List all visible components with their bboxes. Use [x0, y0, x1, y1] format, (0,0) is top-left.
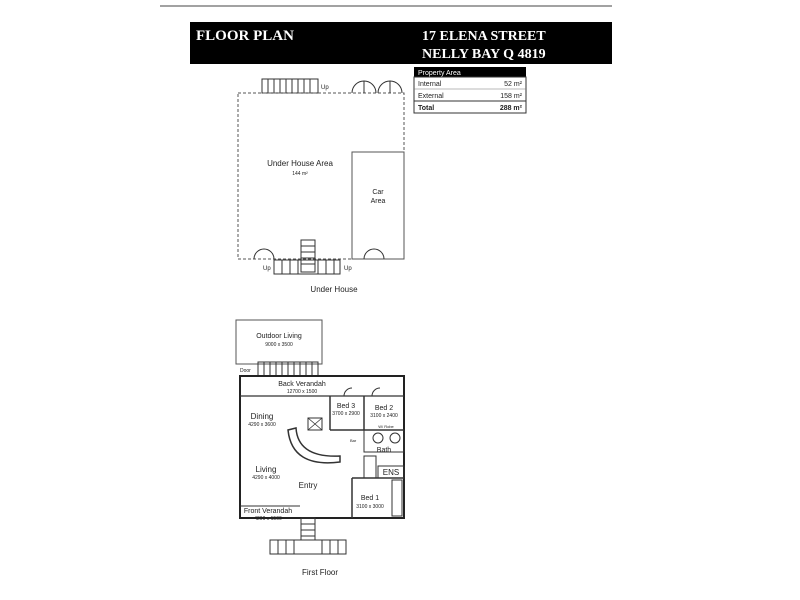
under-house-stair-center [300, 239, 316, 273]
kitchen-bench [287, 427, 341, 464]
outdoor-living-dim: 9000 x 3500 [265, 342, 293, 348]
up-label-bottom-left: Up [263, 266, 271, 272]
dining-label: Dining [251, 412, 274, 421]
up-label-bottom-right: Up [344, 266, 352, 272]
bed2-label: Bed 2 [375, 405, 393, 412]
area-table-heading-bg [414, 67, 526, 77]
dining-dim: 4290 x 3600 [248, 422, 276, 428]
door-swing-bottom-right [363, 248, 375, 260]
area-row-external-label: External [418, 93, 444, 100]
address-line2: NELLY BAY Q 4819 [422, 47, 546, 62]
door-swing-top-mid [363, 80, 377, 94]
car-area-label-1: Car [372, 189, 384, 196]
outdoor-living-label: Outdoor Living [256, 333, 302, 340]
front-stair-upper [300, 517, 316, 541]
bed3-dim: 3700 x 2900 [332, 411, 360, 417]
front-verandah-dim: 4200 x 1500 [254, 516, 282, 522]
living-label: Living [256, 465, 277, 474]
area-table: Property Area Internal 52 m² External 15… [413, 67, 527, 114]
bed1-dim: 3100 x 3000 [356, 504, 384, 510]
bar-label: Bar [350, 438, 357, 443]
entry-label: Entry [299, 481, 318, 490]
area-row-total-value: 288 m² [500, 105, 523, 112]
toilet-icon [389, 432, 401, 444]
living-dim: 4290 x 4000 [252, 475, 280, 481]
floor-plan-title: FLOOR PLAN [196, 28, 294, 44]
car-area-label-2: Area [371, 198, 386, 205]
up-label-top: Up [321, 85, 329, 91]
under-house-area-outline [237, 92, 405, 260]
bed2-dim: 3100 x 2400 [370, 413, 398, 419]
under-house-stair-bottom [273, 259, 341, 275]
outdoor-living-outline [235, 319, 323, 365]
area-table-frame [413, 76, 527, 114]
door-swing-bottom-left2 [263, 248, 275, 260]
front-stair-lower [269, 539, 347, 555]
back-verandah-dim: 12700 x 1500 [287, 389, 318, 395]
under-house-plan: Up Up Up Under House Area 144 m² [237, 78, 405, 294]
under-house-area-label: Under House Area [267, 159, 333, 168]
first-floor-caption: First Floor [302, 568, 338, 577]
door-swing-bottom-left [253, 248, 265, 260]
door-swing-top-left [351, 80, 365, 94]
basin-icon [372, 432, 384, 444]
area-table-heading: Property Area [418, 70, 461, 77]
back-verandah-label: Back Verandah [278, 381, 326, 388]
area-row-internal-value: 52 m² [504, 81, 523, 88]
under-house-caption: Under House [310, 285, 358, 294]
door-swing-bottom-right2 [373, 248, 385, 260]
bed1-label: Bed 1 [361, 495, 379, 502]
first-floor-plan: Outdoor Living 9000 x 3500 Door Back Ver… [235, 319, 405, 577]
bed2-door-swing [371, 387, 381, 397]
wir-label: W/ Robe [378, 424, 394, 429]
fridge-icon [307, 417, 323, 431]
bed1-robe [391, 479, 403, 517]
bed3-door-swing [343, 387, 353, 397]
door-swing-top-right [377, 80, 391, 94]
door-swing-top-right2 [389, 80, 403, 94]
under-house-area-dim: 144 m² [292, 171, 308, 177]
address-line1: 17 ELENA STREET [422, 29, 546, 44]
bed3-label: Bed 3 [337, 403, 355, 410]
bath-room [363, 429, 405, 453]
ens-label: ENS [383, 468, 399, 477]
front-verandah-label: Front Verandah [244, 508, 292, 515]
ensuite-fixtures [363, 455, 377, 479]
car-area-outline [351, 151, 405, 260]
header-bar [190, 22, 612, 64]
bath-label: Bath [377, 447, 392, 454]
area-row-internal-label: Internal [418, 81, 442, 88]
door-label: Door [240, 368, 251, 374]
area-row-total-label: Total [418, 105, 434, 112]
area-row-external-value: 158 m² [500, 93, 522, 100]
